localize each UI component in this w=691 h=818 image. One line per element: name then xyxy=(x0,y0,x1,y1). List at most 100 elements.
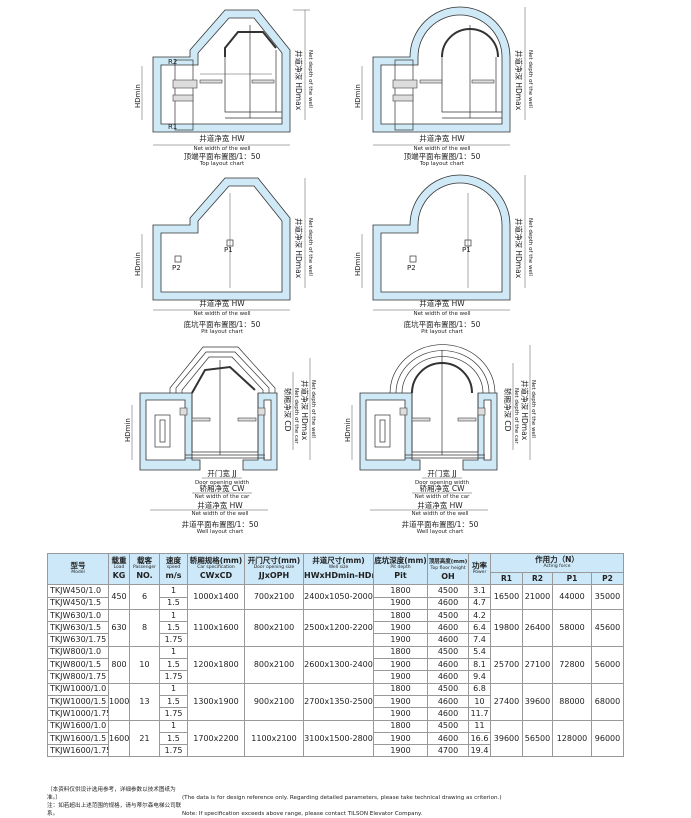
pit-depth-cell: 1900 xyxy=(373,621,428,635)
hdmin-label: HDmin xyxy=(134,84,142,108)
power-cell: 4.7 xyxy=(468,596,491,610)
speed-cell: 1 xyxy=(159,608,188,623)
hdmax-en-label: Net depth of the well xyxy=(307,50,313,108)
r1-cell: 39600 xyxy=(490,719,523,758)
p2-label: P2 xyxy=(407,264,416,272)
note-1-en: (The data is for design reference only. … xyxy=(182,795,502,801)
power-cell: 5.4 xyxy=(468,645,491,660)
model-cell: TKJW1600/1.5 xyxy=(47,731,109,746)
hdmax-label: 井道净深 HDmax xyxy=(514,218,524,279)
power-cell: 6.4 xyxy=(468,621,491,635)
load-cell: 800 xyxy=(108,645,130,684)
pit-depth-cell: 1800 xyxy=(373,719,428,733)
hdmax-en-label: Net depth of the well xyxy=(527,218,533,276)
hdmin-label: HDmin xyxy=(354,252,362,276)
cd-label: 轿厢净深 CD xyxy=(503,388,513,432)
pit-depth-cell: 1900 xyxy=(373,596,428,610)
passenger-cell: 6 xyxy=(129,584,160,610)
top-floor-height-cell: 4500 xyxy=(427,645,469,660)
top-floor-height-cell: 4600 xyxy=(427,707,469,721)
jj-label: 开门宽 JJ xyxy=(427,468,456,478)
power-cell: 16.6 xyxy=(468,731,491,746)
model-cell: TKJW1600/1.75 xyxy=(47,744,109,758)
speed-cell: 1 xyxy=(159,682,188,696)
load-cell: 630 xyxy=(108,608,130,647)
hdmax-en-label: Net depth of the well xyxy=(310,380,316,438)
chart-title: 井道平面布置图/1：50 xyxy=(182,519,259,529)
speed-cell: 1.5 xyxy=(159,731,188,746)
hw-en-label: Net width of the well xyxy=(193,146,251,152)
pit-depth-cell: 1900 xyxy=(373,707,428,721)
p1-cell: 44000 xyxy=(552,584,592,610)
chart-subtitle: Top layout chart xyxy=(419,161,465,167)
hdmin-label: HDmin xyxy=(344,418,352,442)
chart-subtitle: Well layout chart xyxy=(417,529,464,535)
passenger-cell: 10 xyxy=(129,645,160,684)
hw-label: 井道净宽 HW xyxy=(419,298,465,308)
well-size-cell: 2600x1300-2400 xyxy=(303,645,374,684)
p1-cell: 58000 xyxy=(552,608,592,647)
pit-layout-arch: P1 P2 HDmin 井道净深 HDmax Net depth of the … xyxy=(354,174,533,335)
header-acting-force: 作用力（N）Acting force xyxy=(489,553,625,573)
r2-cell: 26400 xyxy=(522,608,553,647)
r2-label: R2 xyxy=(168,58,177,66)
model-cell: TKJW800/1.5 xyxy=(47,658,109,672)
load-cell: 1600 xyxy=(108,719,130,758)
p2-cell: 35000 xyxy=(590,584,625,610)
speed-cell: 1.5 xyxy=(159,658,188,672)
speed-cell: 1 xyxy=(159,645,188,660)
r1-cell: 19800 xyxy=(490,608,523,647)
well-wall xyxy=(359,392,498,471)
passenger-cell: 8 xyxy=(129,608,160,647)
speed-cell: 1 xyxy=(159,719,188,733)
hw-label: 井道净宽 HW xyxy=(199,133,245,143)
power-cell: 6.8 xyxy=(468,682,491,696)
hw-label: 井道净宽 HW xyxy=(419,133,465,143)
power-cell: 3.1 xyxy=(468,584,491,598)
hw-en-label: Net width of the well xyxy=(413,311,471,317)
car-spec-cell: 1300x1900 xyxy=(187,682,245,721)
hdmax-en-label: Net depth of the well xyxy=(527,50,533,108)
p2-label: P2 xyxy=(172,264,181,272)
model-cell: TKJW450/1.5 xyxy=(47,596,109,610)
hdmin-label: HDmin xyxy=(124,418,132,442)
pit-depth-cell: 1800 xyxy=(373,645,428,660)
top-layout-octagon: R2 R1 HDmin 井道净深 HDmax Net depth of the … xyxy=(134,9,313,167)
power-cell: 9.4 xyxy=(468,670,491,684)
top-floor-height-cell: 4600 xyxy=(427,596,469,610)
hw-label: 井道净宽 HW xyxy=(199,298,245,308)
car-spec-cell: 1200x1800 xyxy=(187,645,245,684)
hw-en-label: Net width of the well xyxy=(191,511,249,517)
header-r1: R1 xyxy=(490,571,523,586)
note-2-en: Note: If specification exceeds above ran… xyxy=(182,811,423,817)
well-wall xyxy=(139,392,278,471)
model-cell: TKJW630/1.0 xyxy=(47,608,109,623)
car-spec-cell: 1000x1400 xyxy=(187,584,245,610)
chart-subtitle: Well layout chart xyxy=(197,529,244,535)
cw-label: 轿厢净宽 CW xyxy=(419,483,465,493)
power-cell: 11.7 xyxy=(468,707,491,721)
model-cell: TKJW1600/1.0 xyxy=(47,719,109,733)
door-size-cell: 1100x2100 xyxy=(244,719,304,758)
top-floor-height-cell: 4600 xyxy=(427,658,469,672)
pit-depth-cell: 1900 xyxy=(373,731,428,746)
top-floor-height-cell: 4500 xyxy=(427,584,469,598)
header-p1: P1 xyxy=(552,571,592,586)
r2-cell: 56500 xyxy=(522,719,553,758)
speed-cell: 1.5 xyxy=(159,621,188,635)
